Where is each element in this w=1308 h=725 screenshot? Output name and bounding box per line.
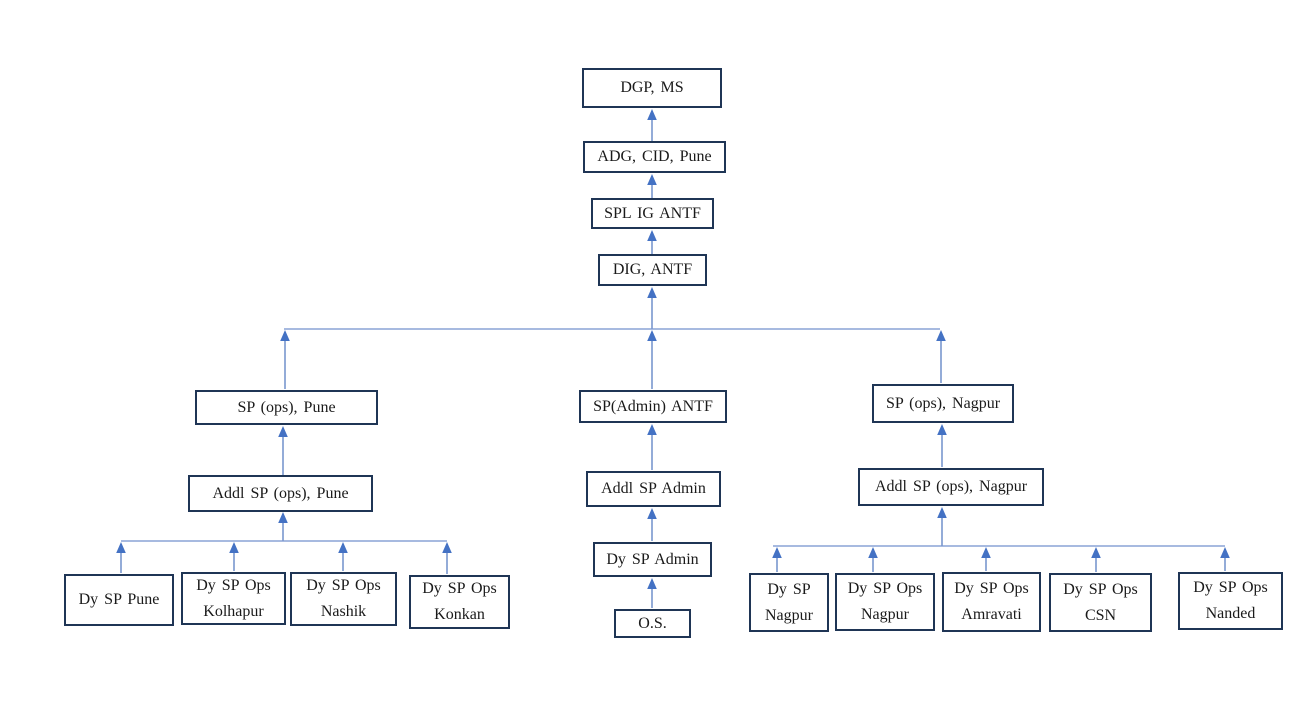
org-node-dy-sp-ops-nagpur: Dy SP Ops Nagpur [835,573,935,631]
org-node-dy-sp-ops-nanded: Dy SP Ops Nanded [1178,572,1283,630]
org-node-addl-sp-ops-pune: Addl SP (ops), Pune [188,475,373,512]
org-node-dy-sp-ops-csn: Dy SP Ops CSN [1049,573,1152,632]
org-node-dig-antf: DIG, ANTF [598,254,707,286]
org-node-adg-cid-pune: ADG, CID, Pune [583,141,726,173]
org-node-dy-sp-admin: Dy SP Admin [593,542,712,577]
org-node-dy-sp-pune: Dy SP Pune [64,574,174,626]
org-node-os: O.S. [614,609,691,638]
org-node-sp-ops-pune: SP (ops), Pune [195,390,378,425]
org-node-sp-ops-nagpur: SP (ops), Nagpur [872,384,1014,423]
org-node-addl-sp-ops-nagpur: Addl SP (ops), Nagpur [858,468,1044,506]
org-node-dy-sp-ops-konkan: Dy SP Ops Konkan [409,575,510,629]
org-node-dy-sp-ops-amravati: Dy SP Ops Amravati [942,572,1041,632]
org-node-sp-admin-antf: SP(Admin) ANTF [579,390,727,423]
org-node-dgp-ms: DGP, MS [582,68,722,108]
org-node-dy-sp-ops-nashik: Dy SP Ops Nashik [290,572,397,626]
org-node-dy-sp-ops-kolhapur: Dy SP Ops Kolhapur [181,572,286,625]
org-node-dy-sp-nagpur: Dy SP Nagpur [749,573,829,632]
org-node-addl-sp-admin: Addl SP Admin [586,471,721,507]
org-node-spl-ig-antf: SPL IG ANTF [591,198,714,229]
